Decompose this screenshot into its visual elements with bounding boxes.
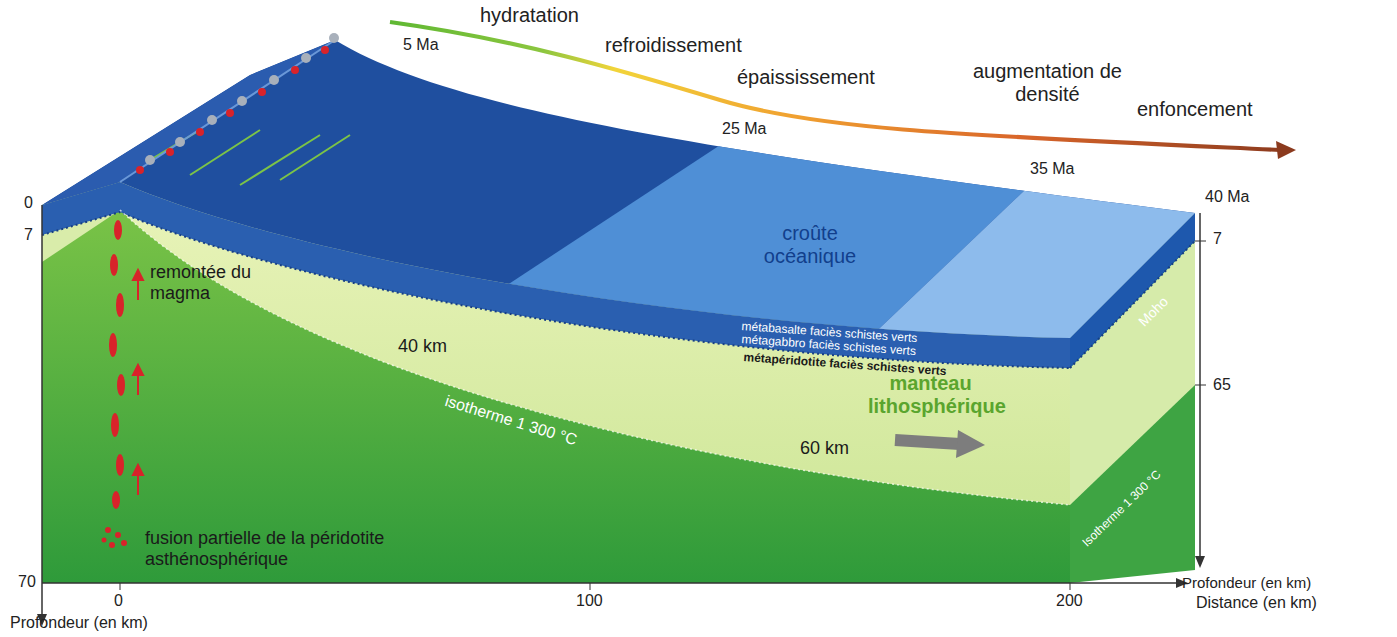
- mantle-label: manteau lithosphérique: [868, 372, 993, 418]
- process-label: épaississement: [737, 66, 875, 89]
- age-label: 40 Ma: [1205, 188, 1249, 206]
- axis-tick: 70: [18, 573, 36, 591]
- process-label: refroidissement: [605, 34, 742, 57]
- melting-label: fusion partielle de la péridotite asthén…: [145, 528, 445, 569]
- depth-label: 40 km: [398, 336, 447, 357]
- crust-label: croûte océanique: [745, 222, 875, 268]
- axis-tick: 0: [114, 592, 123, 610]
- age-label: 35 Ma: [1030, 160, 1074, 178]
- axis-tick: 7: [1213, 230, 1222, 248]
- axis-tick: 200: [1056, 592, 1083, 610]
- age-label: 25 Ma: [722, 120, 766, 138]
- age-label: 5 Ma: [403, 36, 439, 54]
- process-label: augmentation de densité: [960, 60, 1135, 106]
- axis-title: Distance (en km): [1196, 594, 1317, 612]
- axis-tick: 7: [24, 226, 33, 244]
- depth-label: 60 km: [800, 438, 849, 459]
- isotherm-label: isotherme 1 300 °C: [443, 392, 580, 450]
- axis-title: Profondeur (en km): [1182, 574, 1311, 591]
- axis-tick: 100: [576, 592, 603, 610]
- axis-tick: 65: [1213, 376, 1231, 394]
- process-label: enfoncement: [1137, 98, 1253, 121]
- axis-tick: 0: [24, 194, 33, 212]
- isotherm-label: Isotherme 1 300 °C: [1080, 468, 1164, 550]
- process-label: hydratation: [480, 4, 579, 27]
- moho-label: Moho: [1135, 293, 1171, 329]
- axis-title: Profondeur (en km): [10, 614, 148, 632]
- magma-label: remontée du magma: [150, 262, 280, 303]
